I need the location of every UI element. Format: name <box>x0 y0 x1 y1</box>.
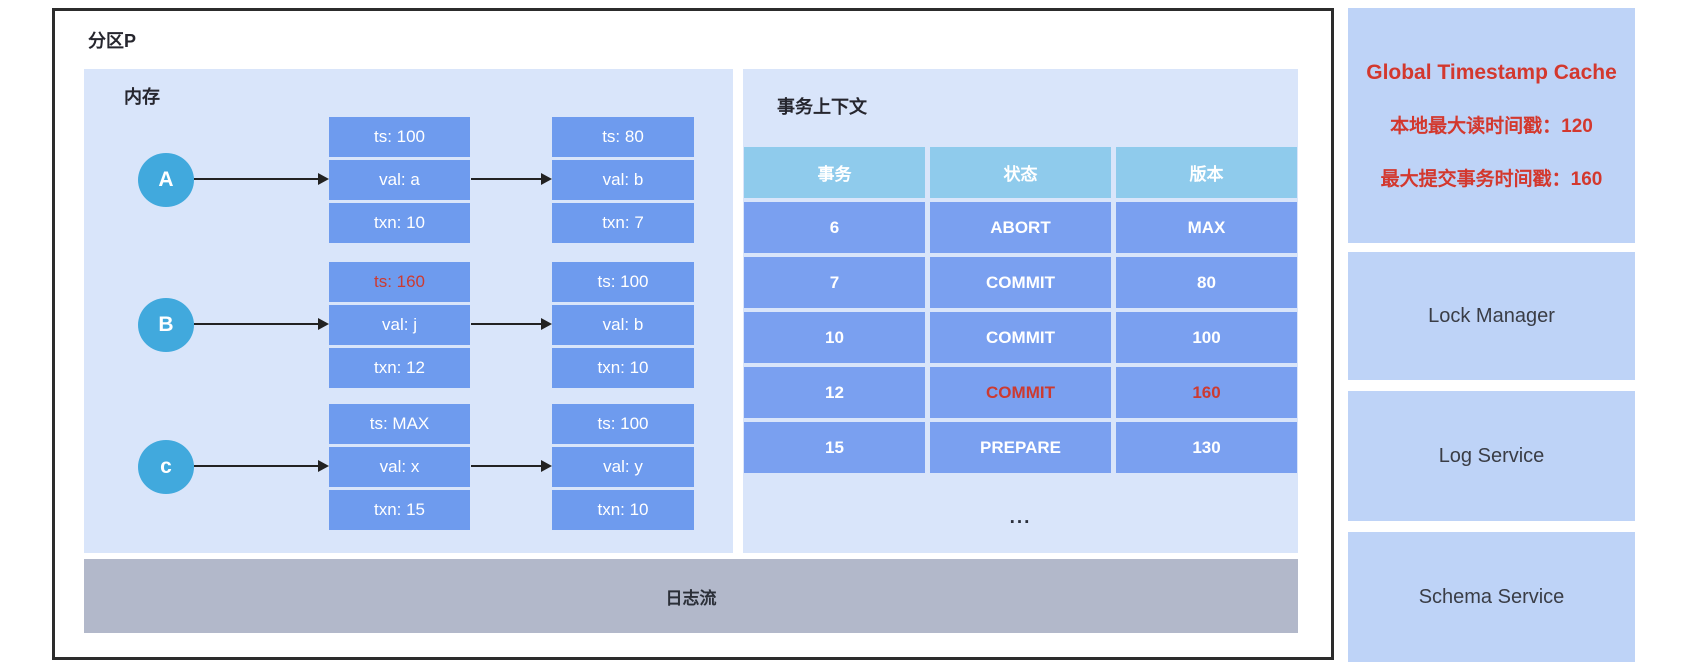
pointer-arrow-icon <box>194 318 329 330</box>
version-val: val: a <box>329 160 470 200</box>
column-header-status: 状态 <box>930 147 1111 198</box>
version-val: val: y <box>552 447 694 487</box>
version-ts: ts: 100 <box>552 262 694 302</box>
cell-txn: 7 <box>744 257 925 308</box>
pointer-arrow-icon <box>194 173 329 185</box>
cell-status: COMMIT <box>930 312 1111 363</box>
lock-manager-label: Lock Manager <box>1428 304 1555 327</box>
node-circle-a: A <box>138 153 194 207</box>
version-block: ts: 100 val: y txn: 10 <box>552 404 694 530</box>
cell-txn: 6 <box>744 202 925 253</box>
cell-version: 100 <box>1116 312 1297 363</box>
version-txn: txn: 10 <box>552 348 694 388</box>
version-txn: txn: 10 <box>552 490 694 530</box>
version-ts: ts: 80 <box>552 117 694 157</box>
version-ts: ts: 100 <box>552 404 694 444</box>
global-timestamp-cache-box: Global Timestamp Cache 本地最大读时间戳：120 最大提交… <box>1348 8 1635 243</box>
memory-row-b: B ts: 160 val: j txn: 12 ts: 100 val: b … <box>84 69 733 553</box>
memory-row-a: A ts: 100 val: a txn: 10 ts: 80 val: b t… <box>84 69 733 553</box>
version-val: val: j <box>329 305 470 345</box>
partition-title: 分区P <box>88 31 137 51</box>
version-ts: ts: 160 <box>329 262 470 302</box>
version-ts: ts: 100 <box>329 117 470 157</box>
version-txn: txn: 7 <box>552 203 694 243</box>
pointer-arrow-icon <box>194 460 329 472</box>
txn-context-panel: 事务上下文 事务 状态 版本 6 ABORT MAX 7 COMMIT 80 1… <box>743 69 1298 553</box>
local-max-read-ts: 本地最大读时间戳：120 <box>1390 115 1593 137</box>
cell-txn: 12 <box>744 367 925 418</box>
cache-title: Global Timestamp Cache <box>1366 60 1617 84</box>
max-commit-txn-ts: 最大提交事务时间戳：160 <box>1380 168 1603 190</box>
cell-status: PREPARE <box>930 422 1111 473</box>
cell-txn: 15 <box>744 422 925 473</box>
column-header-version: 版本 <box>1116 147 1297 198</box>
version-val: val: b <box>552 305 694 345</box>
version-block: ts: 80 val: b txn: 7 <box>552 117 694 243</box>
version-block: ts: 100 val: a txn: 10 <box>329 117 470 243</box>
pointer-arrow-icon <box>471 460 552 472</box>
pointer-arrow-icon <box>471 173 552 185</box>
version-txn: txn: 10 <box>329 203 470 243</box>
log-service-box: Log Service <box>1348 391 1635 521</box>
cell-version: 130 <box>1116 422 1297 473</box>
cell-status: ABORT <box>930 202 1111 253</box>
table-ellipsis: ... <box>1009 507 1032 528</box>
log-stream-label: 日志流 <box>665 588 717 608</box>
schema-service-box: Schema Service <box>1348 532 1635 662</box>
cell-status: COMMIT <box>930 367 1111 418</box>
version-block: ts: 100 val: b txn: 10 <box>552 262 694 388</box>
lock-manager-box: Lock Manager <box>1348 252 1635 380</box>
cell-version: 160 <box>1116 367 1297 418</box>
log-stream-bar: 日志流 <box>84 559 1298 633</box>
version-block: ts: MAX val: x txn: 15 <box>329 404 470 530</box>
partition-box: 分区P 内存 A ts: 100 val: a txn: 10 ts: 80 v… <box>52 8 1334 660</box>
version-ts: ts: MAX <box>329 404 470 444</box>
cell-txn: 10 <box>744 312 925 363</box>
node-circle-c: c <box>138 440 194 494</box>
version-block: ts: 160 val: j txn: 12 <box>329 262 470 388</box>
version-val: val: b <box>552 160 694 200</box>
txn-table: 事务 状态 版本 6 ABORT MAX 7 COMMIT 80 10 COMM… <box>744 147 1297 473</box>
memory-row-c: c ts: MAX val: x txn: 15 ts: 100 val: y … <box>84 69 733 553</box>
cell-version: MAX <box>1116 202 1297 253</box>
pointer-arrow-icon <box>471 318 552 330</box>
txn-context-title: 事务上下文 <box>777 97 867 117</box>
cell-version: 80 <box>1116 257 1297 308</box>
version-txn: txn: 15 <box>329 490 470 530</box>
column-header-txn: 事务 <box>744 147 925 198</box>
memory-panel: 内存 A ts: 100 val: a txn: 10 ts: 80 val: … <box>84 69 733 553</box>
node-circle-b: B <box>138 298 194 352</box>
version-txn: txn: 12 <box>329 348 470 388</box>
schema-service-label: Schema Service <box>1418 585 1565 608</box>
version-val: val: x <box>329 447 470 487</box>
memory-label: 内存 <box>124 87 160 107</box>
cell-status: COMMIT <box>930 257 1111 308</box>
log-service-label: Log Service <box>1438 444 1545 467</box>
